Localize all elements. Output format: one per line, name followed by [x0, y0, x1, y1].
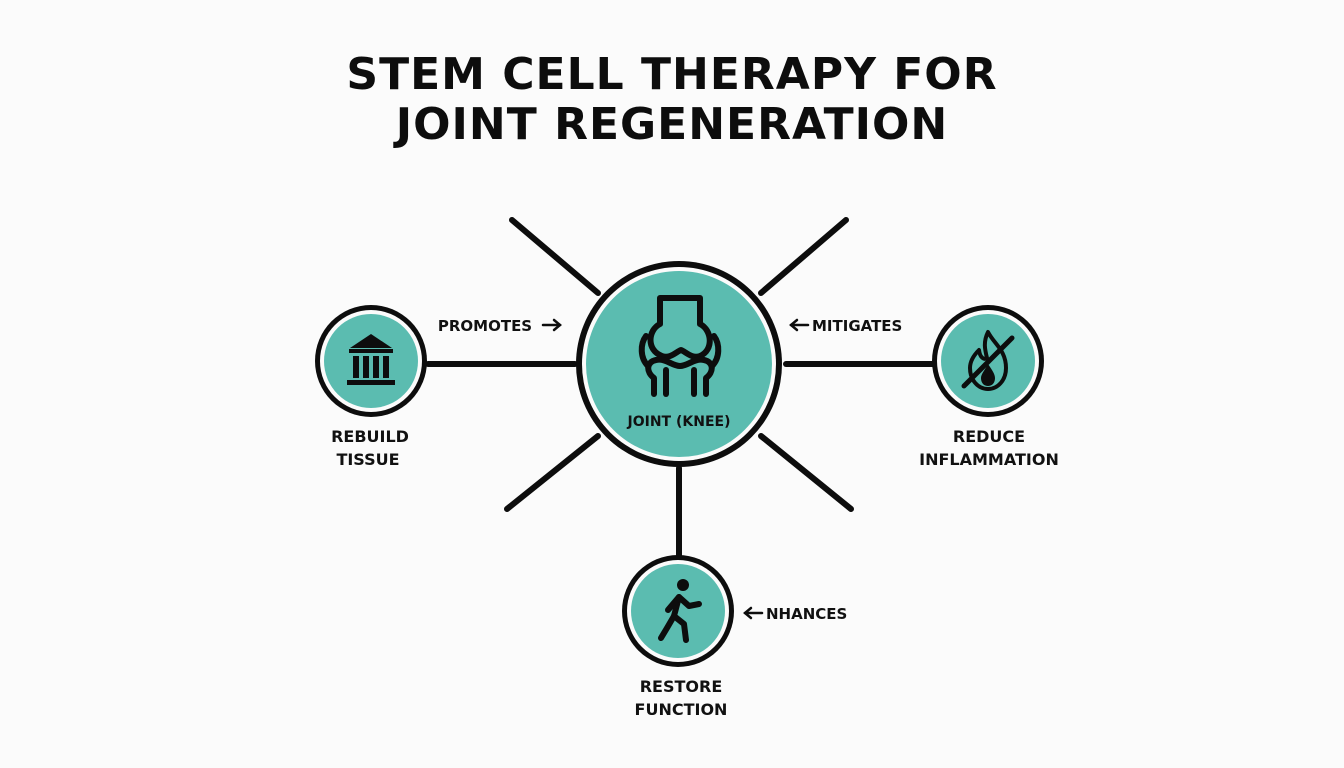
spoke-upper-left [509, 217, 601, 296]
spoke-upper-right [758, 217, 849, 296]
center-node: JOINT (KNEE) [576, 261, 782, 467]
walking-person-icon [658, 579, 702, 643]
knee-joint-icon [638, 295, 722, 397]
node-rebuild-tissue [315, 305, 427, 417]
reduce-label-line-2: INFLAMMATION [919, 450, 1059, 469]
promotes-label: PROMOTES [438, 317, 532, 335]
enhances-label: ΝHANCES [766, 605, 847, 623]
title-line-1: STEM CELL THERAPY FOR [346, 49, 998, 100]
node-restore-function [622, 555, 734, 667]
restore-label-line-2: FUNCTION [635, 700, 728, 719]
column-building-icon [347, 334, 395, 385]
arrow-right-icon [541, 318, 562, 332]
spoke-lower-right [758, 433, 854, 512]
no-fire-icon [961, 330, 1015, 391]
connectors [425, 361, 938, 563]
diagram-title: STEM CELL THERAPY FOR JOINT REGENERATION [0, 50, 1344, 150]
center-label: JOINT (KNEE) [627, 414, 731, 430]
node-reduce-inflammation [932, 305, 1044, 417]
spoke-lower-left [504, 433, 601, 512]
rebuild-label-line-1: REBUILD [331, 427, 409, 446]
mitigates-label: MITIGATES [812, 317, 902, 335]
arrow-left-icon-bottom [743, 606, 764, 620]
title-line-2: JOINT REGENERATION [395, 99, 949, 150]
reduce-label-line-1: REDUCE [953, 427, 1025, 446]
restore-label-line-1: RESTORE [640, 677, 723, 696]
arrow-left-icon [789, 318, 810, 332]
rebuild-label-line-2: TISSUE [336, 450, 399, 469]
radial-spokes [504, 217, 854, 512]
